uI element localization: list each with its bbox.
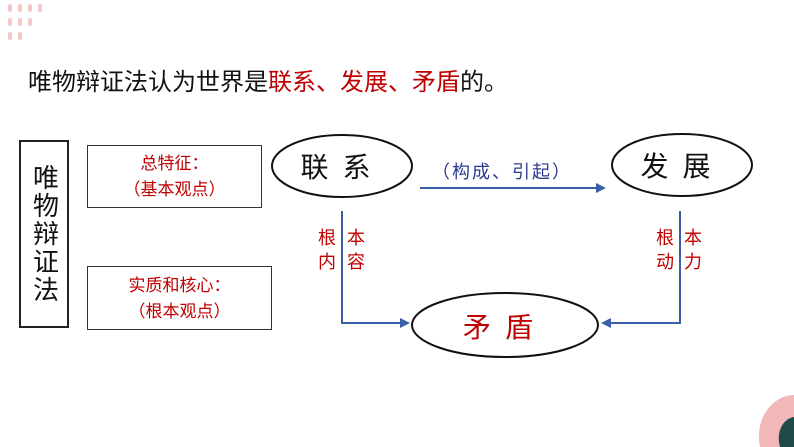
node-ellipse-fazhan (611, 133, 753, 197)
general-feature-label: 总特征： (140, 154, 209, 174)
arrow-fazhan-to-maodun (601, 211, 681, 328)
general-feature-sub: （基本观点） (123, 180, 226, 200)
left-label-col2: 本容 (344, 228, 365, 276)
left-label-col1: 根内 (315, 228, 336, 276)
intro-prefix: 唯物辩证法认为世界是 (28, 68, 268, 96)
essence-core-box: 实质和核心： （根本观点） (87, 266, 272, 330)
node-label-maodun: 矛盾 (462, 311, 547, 344)
essence-core-label: 实质和核心： (128, 276, 231, 296)
right-label-col1: 根动 (653, 228, 674, 276)
general-feature-box: 总特征： （基本观点） (87, 145, 262, 208)
decor-dots-top-left (8, 4, 42, 40)
node-label-lianxi: 联系 (300, 151, 385, 184)
arrow-label-constitute-cause: （构成、引起） (432, 162, 572, 183)
title-vertical-text: 唯物辩证法 (28, 164, 59, 304)
node-ellipse-maodun (411, 292, 599, 358)
intro-highlight: 联系、发展、矛盾 (268, 68, 460, 96)
intro-sentence: 唯物辩证法认为世界是联系、发展、矛盾的。 (28, 62, 508, 97)
node-label-fazhan: 发展 (640, 150, 725, 183)
node-ellipse-lianxi (271, 134, 413, 198)
right-label-col2: 本力 (681, 228, 702, 276)
title-box-materialist-dialectics: 唯物辩证法 (19, 140, 69, 328)
arrow-lianxi-to-maodun (341, 211, 410, 328)
intro-suffix: 的。 (460, 68, 508, 96)
decor-leaves-bottom-right (758, 395, 794, 447)
essence-core-sub: （根本观点） (128, 302, 231, 322)
